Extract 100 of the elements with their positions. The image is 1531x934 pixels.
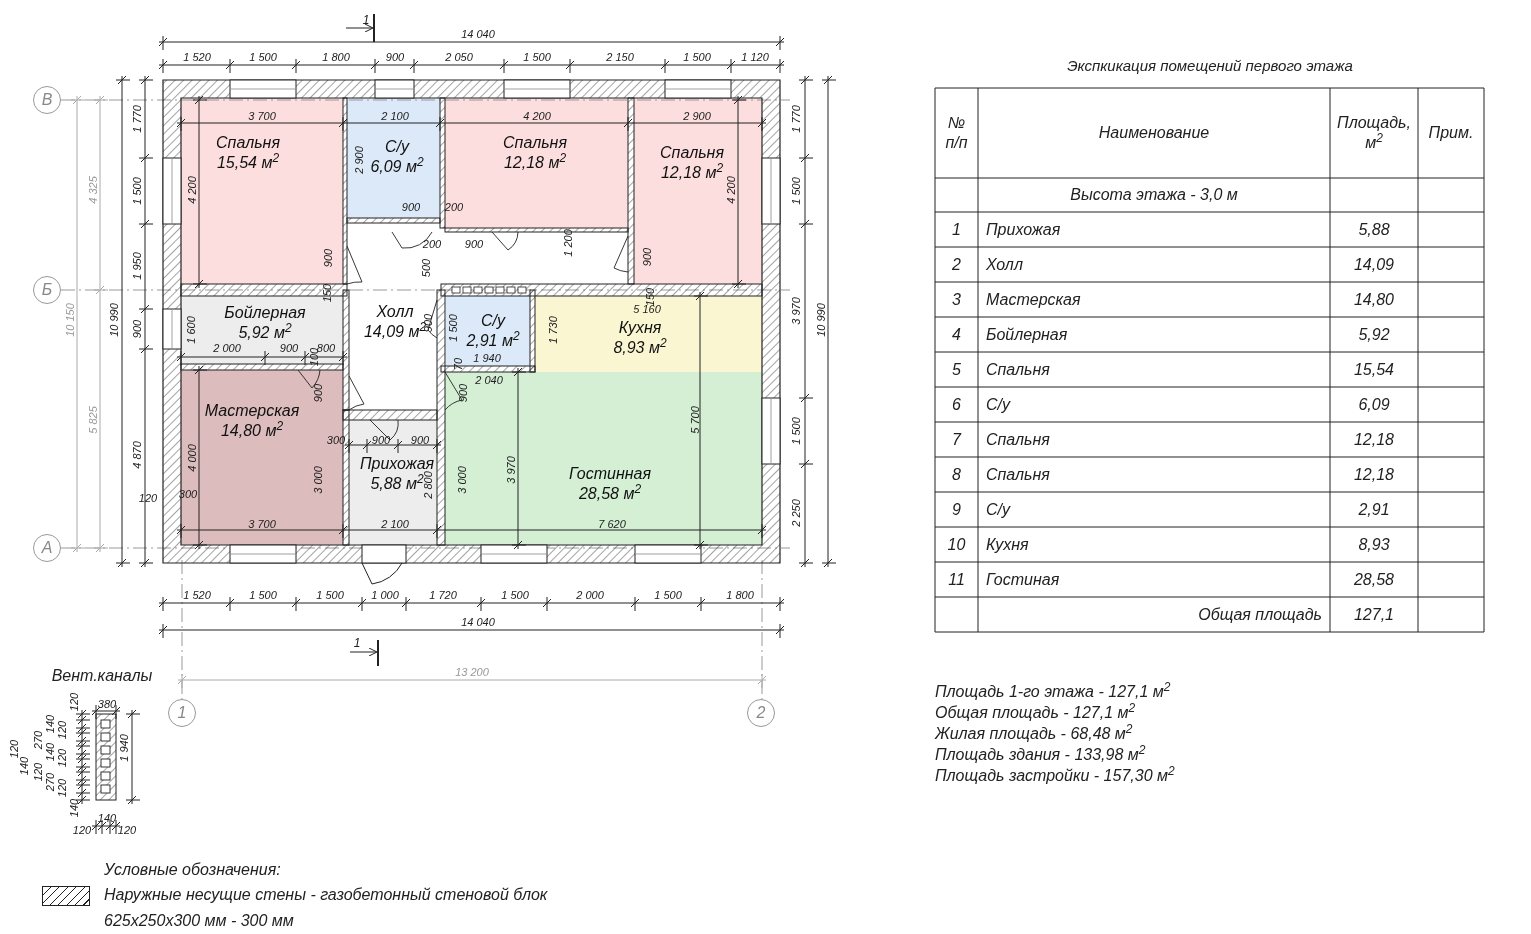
dimension-value: 1 940 bbox=[473, 352, 501, 364]
room-area bbox=[181, 98, 343, 284]
dimension-value: 120 bbox=[68, 692, 80, 712]
table-cell: 6,09 bbox=[1358, 394, 1390, 415]
table-cell: Спальня bbox=[986, 359, 1050, 380]
dimension-value: 2 150 bbox=[606, 51, 634, 63]
dimension-value: 4 325 bbox=[87, 176, 99, 204]
dimension-value: 3 700 bbox=[248, 518, 276, 530]
dimension-value: 120 bbox=[72, 824, 92, 836]
axis-marker: 2 bbox=[747, 699, 775, 727]
dimension-value: 140 bbox=[68, 798, 80, 818]
room-area-value: 12,18 м$^{2}$ bbox=[503, 155, 567, 171]
dimension-value: 900 bbox=[457, 383, 469, 403]
dimension-value: 1 950 bbox=[131, 252, 143, 280]
room-area-value: 5,92 м$^{2}$ bbox=[238, 325, 292, 341]
table-cell: Кухня bbox=[986, 534, 1029, 555]
room-area-value: 2,91 м$^{2}$ bbox=[466, 333, 520, 349]
dimension-value: 1 500 bbox=[316, 589, 344, 601]
dimension-value: 13 200 bbox=[455, 666, 489, 678]
dimension-value: 3 970 bbox=[505, 456, 517, 484]
table-cell: С/у bbox=[986, 394, 1010, 415]
axis-marker: А bbox=[33, 534, 61, 562]
dimension-value: 900 bbox=[279, 342, 299, 354]
area-note: Жилая площадь - 68,48 м$^{2}$ bbox=[935, 726, 1133, 742]
table-cell: Площадь, м$^{2}$ bbox=[1337, 113, 1411, 153]
dimension-value: 140 bbox=[97, 812, 117, 824]
area-note: Общая площадь - 127,1 м$^{2}$ bbox=[935, 705, 1136, 721]
dimension-value: 140 bbox=[44, 714, 56, 734]
table-cell: Наименование bbox=[1098, 123, 1210, 143]
table-cell: 5 bbox=[952, 359, 961, 380]
table-cell: Высота этажа - 3,0 м bbox=[1070, 185, 1238, 205]
dimension-value: 300 bbox=[326, 434, 346, 446]
dimension-value: 1 500 bbox=[654, 589, 682, 601]
table-cell: Гостиная bbox=[986, 569, 1060, 590]
dimension-value: 1 500 bbox=[447, 314, 459, 342]
dimension-value: 200 bbox=[422, 238, 442, 250]
dimension-value: 10 990 bbox=[108, 303, 120, 337]
dimension-value: 1 520 bbox=[183, 589, 211, 601]
dimension-value: 3 000 bbox=[456, 466, 468, 494]
dimension-value: 3 700 bbox=[248, 110, 276, 122]
room-name: Прихожая bbox=[359, 456, 435, 472]
dimension-value: 900 bbox=[322, 248, 334, 268]
dimension-value: 2 250 bbox=[790, 499, 802, 527]
heading: Вент.каналы bbox=[51, 668, 153, 684]
dimension-value: 900 bbox=[641, 247, 653, 267]
axis-marker: В bbox=[33, 86, 61, 114]
dimension-value: 500 bbox=[420, 258, 432, 278]
dimension-value: 120 bbox=[56, 720, 68, 740]
room-area-value: 28,58 м$^{2}$ bbox=[578, 486, 642, 502]
room-area bbox=[349, 420, 437, 545]
dimension-value: 900 bbox=[131, 319, 143, 339]
room-area bbox=[445, 98, 628, 228]
table-cell-text: № п/п bbox=[944, 113, 969, 153]
dimension-value: 5 825 bbox=[87, 406, 99, 434]
room-name: С/у bbox=[481, 313, 505, 329]
dimension-value: 70 bbox=[452, 357, 464, 371]
dimension-value: 10 990 bbox=[815, 303, 827, 337]
dimension-value: 900 bbox=[371, 434, 391, 446]
room-name: Кухня bbox=[618, 320, 662, 336]
dimension-value: 3 970 bbox=[790, 297, 802, 325]
dimension-value: 900 bbox=[464, 238, 484, 250]
dimension-value: 5 700 bbox=[689, 406, 701, 434]
table-cell: 8 bbox=[952, 464, 961, 485]
dimension-value: 2 100 bbox=[381, 518, 409, 530]
dimension-value: 1 500 bbox=[790, 417, 802, 445]
dimension-value: 4 200 bbox=[725, 176, 737, 204]
room-area-value: 14,80 м$^{2}$ bbox=[220, 423, 284, 439]
dimension-value: 1 730 bbox=[547, 316, 559, 344]
dimension-value: 140 bbox=[44, 742, 56, 762]
dimension-value: 1 500 bbox=[683, 51, 711, 63]
legend-text: Наружные несущие стены - газобетонный стеновой блок 625x250x300 мм - 300 мм bbox=[104, 885, 549, 931]
room-name: Холл bbox=[376, 304, 414, 320]
table-cell: 14,09 bbox=[1353, 254, 1394, 275]
room-name: Спальня bbox=[660, 145, 724, 161]
dimension-value: 1 000 bbox=[371, 589, 399, 601]
room-name: Спальня bbox=[216, 135, 280, 151]
dimension-value: 120 bbox=[32, 762, 44, 782]
area-note: Площадь 1-го этажа - 127,1 м$^{2}$ bbox=[935, 684, 1171, 700]
dimension-value: 380 bbox=[97, 698, 117, 710]
dimension-value: 14 040 bbox=[461, 28, 495, 40]
axis-marker: Б bbox=[33, 276, 61, 304]
table-cell: 5,92 bbox=[1358, 324, 1390, 345]
table-cell: 2 bbox=[952, 254, 961, 275]
table-cell: 7 bbox=[952, 429, 961, 450]
dimension-value: 120 bbox=[138, 492, 158, 504]
dimension-value: 3 000 bbox=[312, 466, 324, 494]
table-cell: 14,80 bbox=[1353, 289, 1394, 310]
dimension-value: 1 500 bbox=[523, 51, 551, 63]
table-cell: 10 bbox=[947, 534, 966, 555]
table-cell: Мастерская bbox=[986, 289, 1081, 310]
dimension-value: 4 200 bbox=[186, 176, 198, 204]
dimension-value: 120 bbox=[117, 824, 137, 836]
table-cell: 11 bbox=[948, 569, 965, 590]
table-cell: 1 bbox=[952, 219, 961, 240]
table-cell: Прихожая bbox=[986, 219, 1061, 240]
dimension-value: 2 900 bbox=[353, 146, 365, 174]
room-name: Мастерская bbox=[204, 403, 300, 419]
room-name: С/у bbox=[385, 139, 409, 155]
room-area-value: 5,88 м$^{2}$ bbox=[370, 476, 424, 492]
dimension-value: 1 500 bbox=[501, 589, 529, 601]
